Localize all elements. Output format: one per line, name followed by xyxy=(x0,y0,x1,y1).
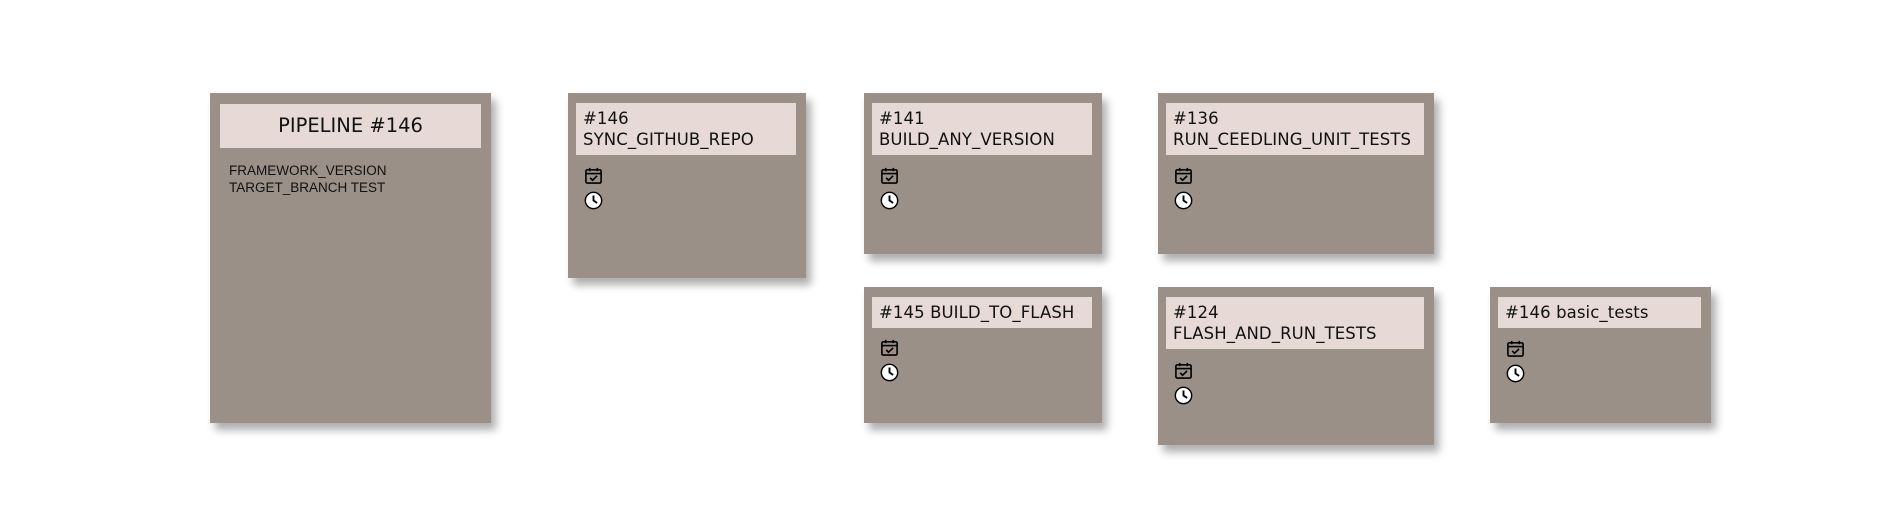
job-number: #146 xyxy=(583,109,629,128)
pipeline-param: TARGET_BRANCH TEST xyxy=(229,180,386,195)
job-card-build-any-version[interactable]: #141 BUILD_ANY_VERSION xyxy=(864,93,1102,254)
clock-icon xyxy=(880,191,899,210)
pipeline-card[interactable]: PIPELINE #146 FRAMEWORK_VERSION TARGET_B… xyxy=(210,93,491,423)
job-card-header: #136 RUN_CEEDLING_UNIT_TESTS xyxy=(1166,103,1424,155)
job-name: BUILD_ANY_VERSION xyxy=(879,130,1055,149)
calendar-check-icon xyxy=(584,166,603,185)
pipeline-param: FRAMEWORK_VERSION xyxy=(229,163,387,178)
job-card-header: #146 basic_tests xyxy=(1498,297,1701,328)
calendar-check-icon xyxy=(880,166,899,185)
job-card-run-ceedling-unit-tests[interactable]: #136 RUN_CEEDLING_UNIT_TESTS xyxy=(1158,93,1434,254)
job-card-header: #145 BUILD_TO_FLASH xyxy=(872,297,1092,328)
job-card-sync-github-repo[interactable]: #146 SYNC_GITHUB_REPO xyxy=(568,93,806,278)
job-card-header: #124 FLASH_AND_RUN_TESTS xyxy=(1166,297,1424,349)
job-card-flash-and-run-tests[interactable]: #124 FLASH_AND_RUN_TESTS xyxy=(1158,287,1434,445)
job-name: FLASH_AND_RUN_TESTS xyxy=(1173,324,1377,343)
clock-icon xyxy=(1174,191,1193,210)
clock-icon xyxy=(1174,386,1193,405)
job-number: #141 xyxy=(879,109,925,128)
clock-icon xyxy=(880,363,899,382)
job-number: #124 xyxy=(1173,303,1219,322)
job-name: #145 BUILD_TO_FLASH xyxy=(879,303,1075,322)
calendar-check-icon xyxy=(1506,339,1525,358)
pipeline-params: FRAMEWORK_VERSION TARGET_BRANCH TEST xyxy=(229,162,491,196)
clock-icon xyxy=(584,191,603,210)
job-name: SYNC_GITHUB_REPO xyxy=(583,130,754,149)
job-card-build-to-flash[interactable]: #145 BUILD_TO_FLASH xyxy=(864,287,1102,423)
pipeline-title: PIPELINE #146 xyxy=(220,104,481,148)
calendar-check-icon xyxy=(1174,166,1193,185)
clock-icon xyxy=(1506,364,1525,383)
job-card-header: #146 SYNC_GITHUB_REPO xyxy=(576,103,796,155)
job-number: #136 xyxy=(1173,109,1219,128)
job-name: #146 basic_tests xyxy=(1505,303,1649,322)
job-card-basic-tests[interactable]: #146 basic_tests xyxy=(1490,287,1711,423)
job-card-header: #141 BUILD_ANY_VERSION xyxy=(872,103,1092,155)
calendar-check-icon xyxy=(1174,361,1193,380)
job-name: RUN_CEEDLING_UNIT_TESTS xyxy=(1173,130,1412,149)
calendar-check-icon xyxy=(880,338,899,357)
